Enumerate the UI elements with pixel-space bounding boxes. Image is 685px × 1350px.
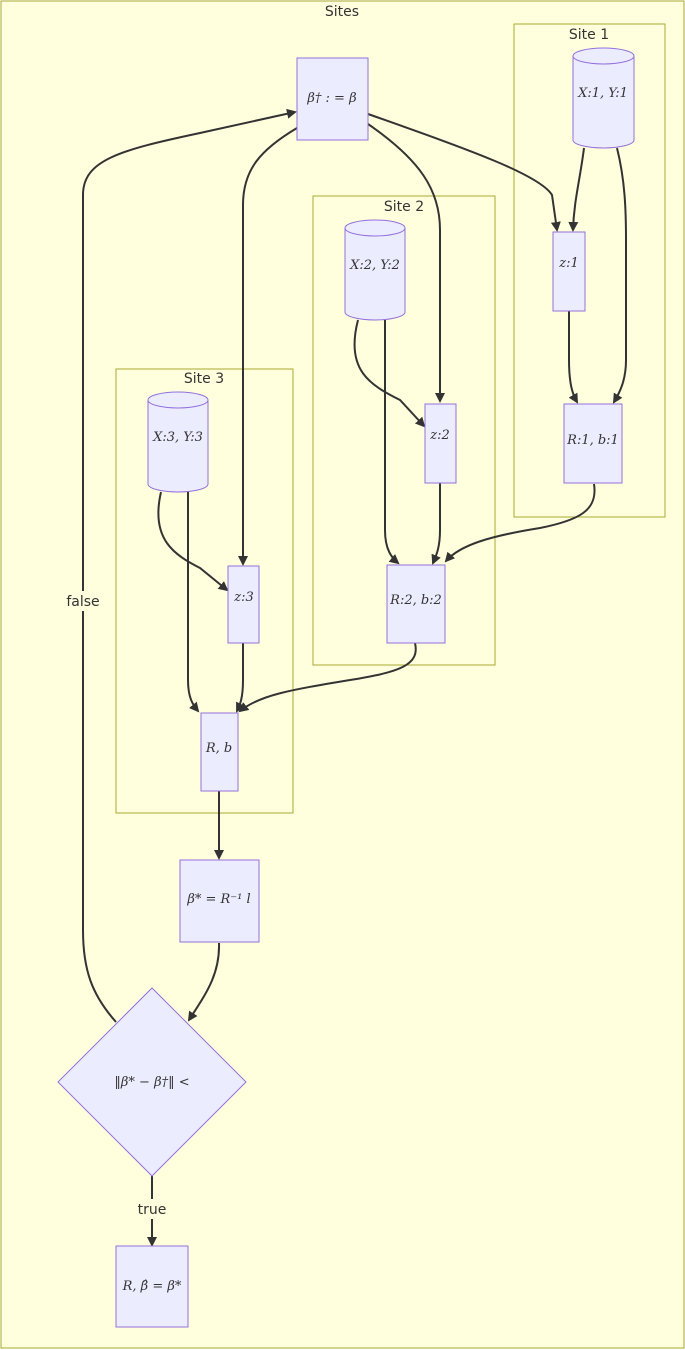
node-beta-dagger: β† : = β [296,57,369,141]
svg-text:R:2, b:2: R:2, b:2 [389,593,442,608]
node-z-site-2: z:2 [424,403,457,484]
cluster-site-2-title: Site 2 [384,199,424,215]
edge-rb1-to-rb2 [444,483,596,563]
cluster-sites-title: Sites [325,4,359,20]
svg-text:X:1, Y:1: X:1, Y:1 [577,86,628,101]
edge-data3-to-z3 [157,491,229,592]
edge-beta-to-z1 [367,113,561,232]
svg-text:β† : = β: β† : = β [306,91,356,106]
node-decision: ‖β* − β†‖ < [57,987,247,1177]
svg-text:R, β̂ = β*: R, β̂ = β* [122,1279,182,1294]
svg-text:‖β* − β†‖ <: ‖β* − β†‖ < [114,1075,189,1090]
edge-data2-to-rb2 [384,320,400,565]
node-rb-site-2: R:2, b:2 [386,564,446,644]
node-data-site-3: X:3, Y:3 [147,391,209,493]
edge-label-true: true [134,1199,170,1219]
svg-text:z:1: z:1 [558,256,579,271]
edge-beta-to-z2 [367,123,445,403]
node-result: R, β̂ = β* [115,1245,189,1328]
node-z-site-1: z:1 [552,231,586,312]
edge-data2-to-z2 [353,319,426,428]
edge-z3-to-rb [236,643,246,713]
svg-text:false: false [66,594,99,610]
svg-text:X:3, Y:3: X:3, Y:3 [152,430,203,445]
edge-betastar-to-decision [187,942,221,1022]
edge-data1-to-z1 [568,147,585,232]
edge-z1-to-rb1 [568,311,578,404]
node-data-site-2: X:2, Y:2 [344,219,406,321]
node-z-site-3: z:3 [227,565,260,644]
cluster-site-3-title: Site 3 [184,371,224,387]
node-rb: R, b [200,712,239,792]
svg-text:true: true [138,1202,167,1218]
node-data-site-1: X:1, Y:1 [572,47,635,149]
cluster-site-1-title: Site 1 [569,27,609,43]
edge-decision-false [82,108,297,1023]
svg-text:z:2: z:2 [429,428,450,443]
svg-text:X:2, Y:2: X:2, Y:2 [349,258,400,273]
svg-text:R, b: R, b [205,741,232,756]
svg-text:z:3: z:3 [233,590,254,605]
edge-z2-to-rb2 [431,483,441,565]
edge-beta-to-z3 [238,127,298,566]
edge-rb2-to-rb [238,642,417,713]
svg-text:β* = R⁻¹ l: β* = R⁻¹ l [186,892,250,907]
edge-data1-to-rb1 [612,147,627,404]
node-rb-site-1: R:1, b:1 [563,403,623,484]
edge-label-false: false [62,591,104,611]
svg-text:R:1, b:1: R:1, b:1 [566,433,619,448]
edge-data3-to-rb [187,492,200,713]
node-beta-star: β* = R⁻¹ l [179,859,260,943]
